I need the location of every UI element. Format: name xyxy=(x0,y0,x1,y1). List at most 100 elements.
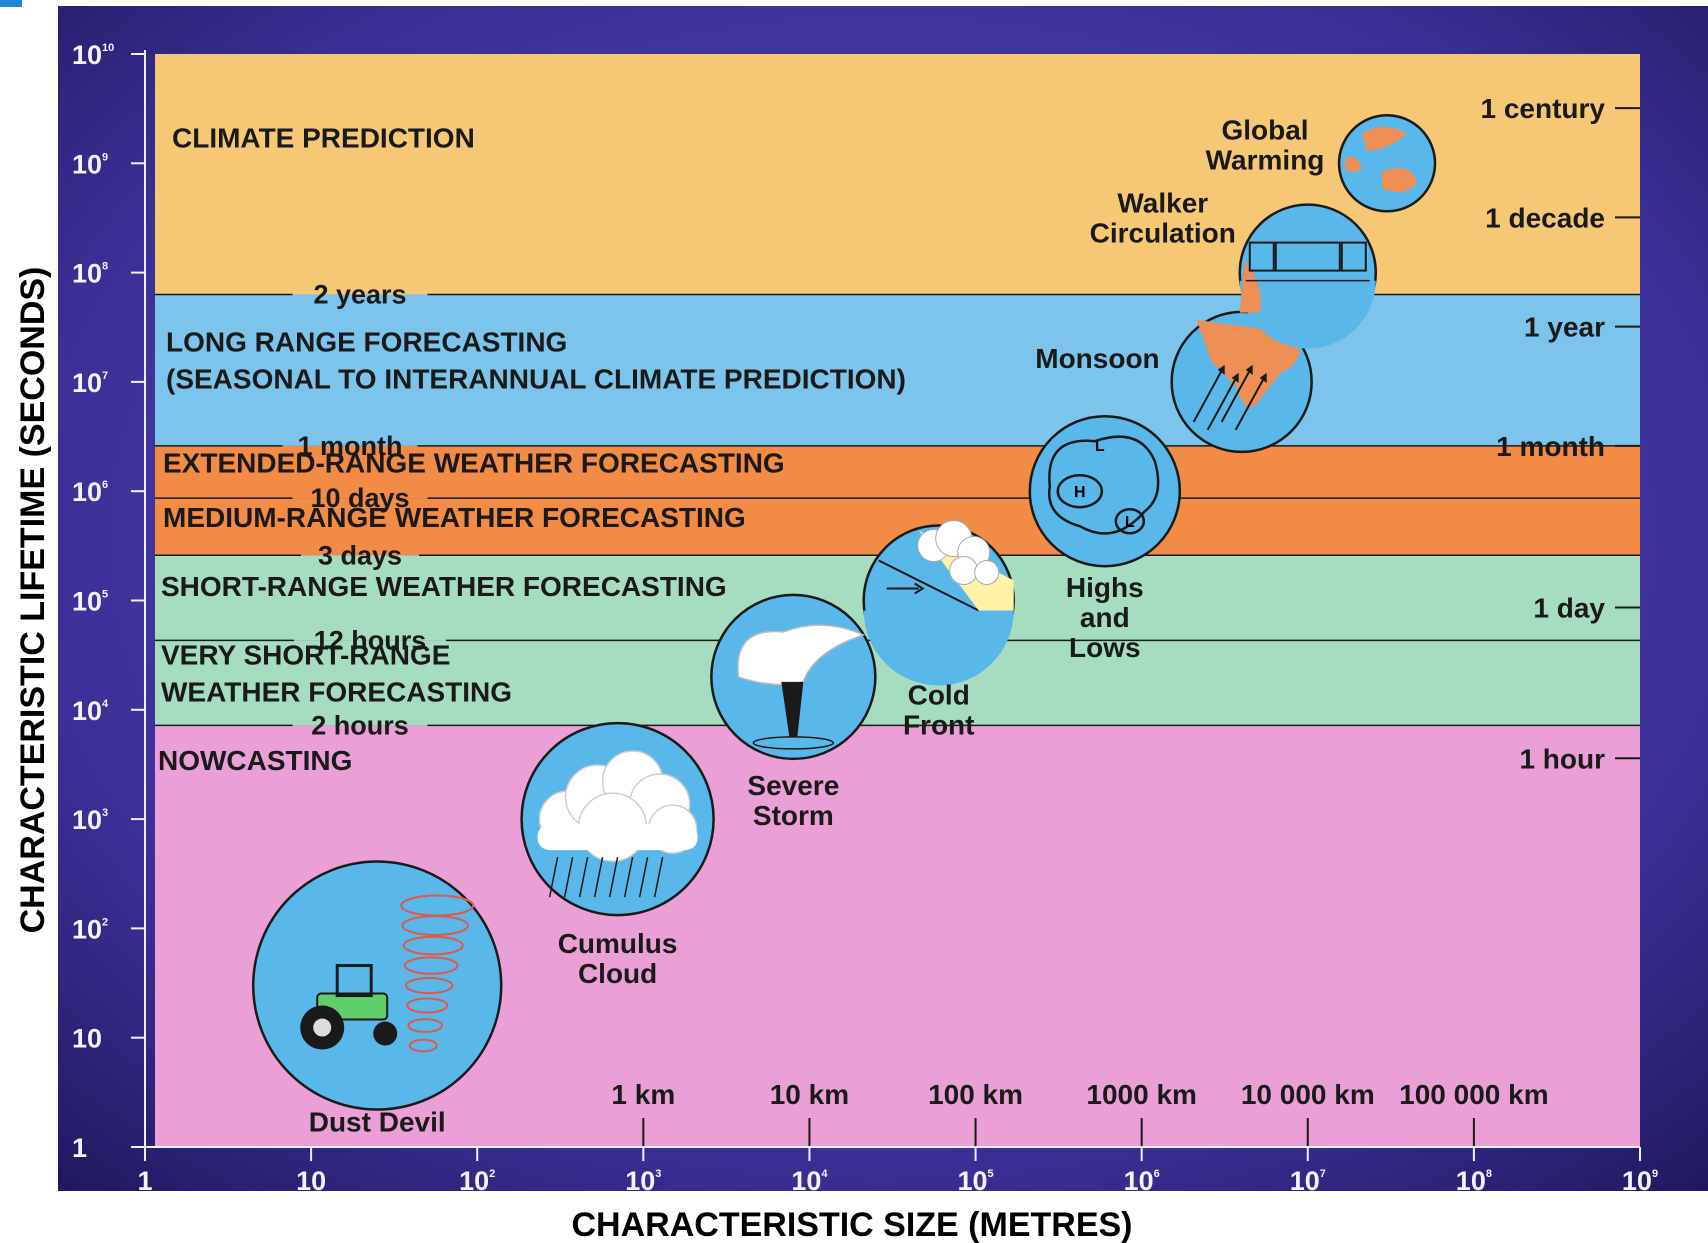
x-tick-label-4: 104 xyxy=(791,1166,828,1196)
globe-icon xyxy=(1345,127,1418,193)
severe-storm-icon xyxy=(737,624,866,750)
isobar-outer xyxy=(1047,435,1160,535)
dust-spiral-3 xyxy=(403,956,459,975)
phenomenon-label-7-1: Warming xyxy=(1206,144,1325,175)
monsoon-wind-head-1 xyxy=(1231,372,1239,383)
corner-accent xyxy=(0,0,22,7)
circulation-cell-right xyxy=(1340,241,1367,272)
phenomenon-label-2-0: Severe xyxy=(747,770,839,801)
low-pressure-icon-2: L xyxy=(1125,514,1135,531)
y-tick-label-6: 106 xyxy=(72,477,108,507)
cumulus-cloud-icon xyxy=(537,750,698,898)
x-tick-label-7: 107 xyxy=(1290,1166,1326,1196)
rain-line-3 xyxy=(593,856,604,898)
rain-line-2 xyxy=(578,856,589,898)
tractor-hub xyxy=(313,1018,332,1037)
size-marker-2: 100 km xyxy=(928,1079,1023,1110)
cloud-base xyxy=(537,824,698,851)
size-marker-0: 1 km xyxy=(611,1079,675,1110)
x-axis-title: CHARACTERISTIC SIZE (METRES) xyxy=(572,1206,1133,1243)
dust-spiral-2 xyxy=(402,935,464,956)
time-marker-2: 1 year xyxy=(1524,312,1605,343)
circulation-cell-left xyxy=(1248,241,1275,272)
monsoon-icon xyxy=(1192,319,1300,431)
boundary-label-1: 1 month xyxy=(298,431,403,461)
boundary-label-2: 10 days xyxy=(310,483,409,513)
dust-spiral-1 xyxy=(401,915,470,936)
rain-line-5 xyxy=(623,856,634,898)
y-tick-label-1: 10 xyxy=(72,1024,102,1054)
ocean xyxy=(1239,280,1376,349)
phenomenon-label-5: Monsoon xyxy=(1035,343,1159,374)
y-tick-label-10: 1010 xyxy=(72,40,114,70)
rain-line-7 xyxy=(653,856,664,898)
band-label-3: MEDIUM-RANGE WEATHER FORECASTING xyxy=(163,502,746,533)
cold-sea xyxy=(863,610,1014,686)
x-tick-label-0: 1 xyxy=(137,1166,152,1196)
y-tick-label-4: 104 xyxy=(72,696,109,726)
time-marker-0: 1 century xyxy=(1481,93,1606,124)
size-marker-4: 10 000 km xyxy=(1241,1079,1375,1110)
x-tick-label-9: 109 xyxy=(1622,1166,1658,1196)
band-label-6: NOWCASTING xyxy=(158,745,352,776)
walker-circulation-icon xyxy=(1239,241,1376,349)
band-label-1-line2: (SEASONAL TO INTERANNUAL CLIMATE PREDICT… xyxy=(166,363,906,394)
y-axis-title: CHARACTERISTIC LIFETIME (SECONDS) xyxy=(14,267,52,934)
time-marker-5: 1 hour xyxy=(1519,743,1605,774)
x-tick-label-8: 108 xyxy=(1456,1166,1492,1196)
low-pressure-icon-1: L xyxy=(1095,438,1105,455)
india-landmass xyxy=(1196,319,1300,408)
phenomenon-label-4-1: and xyxy=(1080,602,1130,633)
funnel xyxy=(781,681,804,737)
tractor-cab xyxy=(335,964,373,998)
y-tick-label-3: 103 xyxy=(72,805,108,835)
phenomenon-label-6-1: Circulation xyxy=(1090,218,1236,249)
front-arrow-head xyxy=(914,582,925,595)
phenomenon-label-1-0: Cumulus xyxy=(558,928,678,959)
x-tick-label-5: 105 xyxy=(957,1166,993,1196)
rain-line-6 xyxy=(638,856,649,898)
band-label-4: SHORT-RANGE WEATHER FORECASTING xyxy=(161,571,727,602)
monsoon-wind-1 xyxy=(1206,374,1239,431)
phenomenon-label-4-0: Highs xyxy=(1066,572,1144,603)
rain-line-1 xyxy=(563,856,574,898)
dust-spiral-5 xyxy=(406,997,449,1014)
band-label-5: VERY SHORT-RANGE xyxy=(161,639,450,670)
rain-line-0 xyxy=(548,856,559,898)
monsoon-wind-2 xyxy=(1220,366,1253,423)
australia-land xyxy=(1382,168,1418,193)
phenomenon-label-3-0: Cold xyxy=(908,680,970,711)
boundary-label-5: 2 hours xyxy=(311,710,409,740)
size-marker-5: 100 000 km xyxy=(1399,1079,1548,1110)
size-marker-3: 1000 km xyxy=(1086,1079,1197,1110)
y-tick-label-8: 108 xyxy=(72,259,108,289)
x-tick-label-2: 102 xyxy=(459,1166,495,1196)
band-label-1: LONG RANGE FORECASTING xyxy=(166,326,567,357)
phenomenon-label-4-2: Lows xyxy=(1069,632,1141,663)
phenomenon-label-2-1: Storm xyxy=(753,800,834,831)
y-tick-label-0: 1 xyxy=(72,1133,87,1163)
band-1 xyxy=(155,294,1640,446)
phenomenon-5: Monsoon xyxy=(1035,310,1313,454)
monsoon-wind-head-0 xyxy=(1217,364,1225,375)
time-marker-1: 1 decade xyxy=(1485,202,1605,233)
x-tick-label-1: 10 xyxy=(296,1166,326,1196)
phenomenon-label-6-0: Walker xyxy=(1117,188,1208,219)
rain-line-4 xyxy=(608,856,619,898)
tractor-wheel-small xyxy=(373,1021,398,1046)
monsoon-wind-0 xyxy=(1192,366,1225,423)
y-tick-label-2: 102 xyxy=(72,914,108,944)
y-tick-label-9: 109 xyxy=(72,149,108,179)
ground-ring xyxy=(752,736,835,750)
phenomenon-0: Dust Devil xyxy=(251,860,503,1138)
size-marker-1: 10 km xyxy=(770,1079,849,1110)
phenomenon-label-0: Dust Devil xyxy=(309,1107,446,1138)
front-cloud-4 xyxy=(974,560,1000,585)
boundary-label-0: 2 years xyxy=(313,280,406,310)
